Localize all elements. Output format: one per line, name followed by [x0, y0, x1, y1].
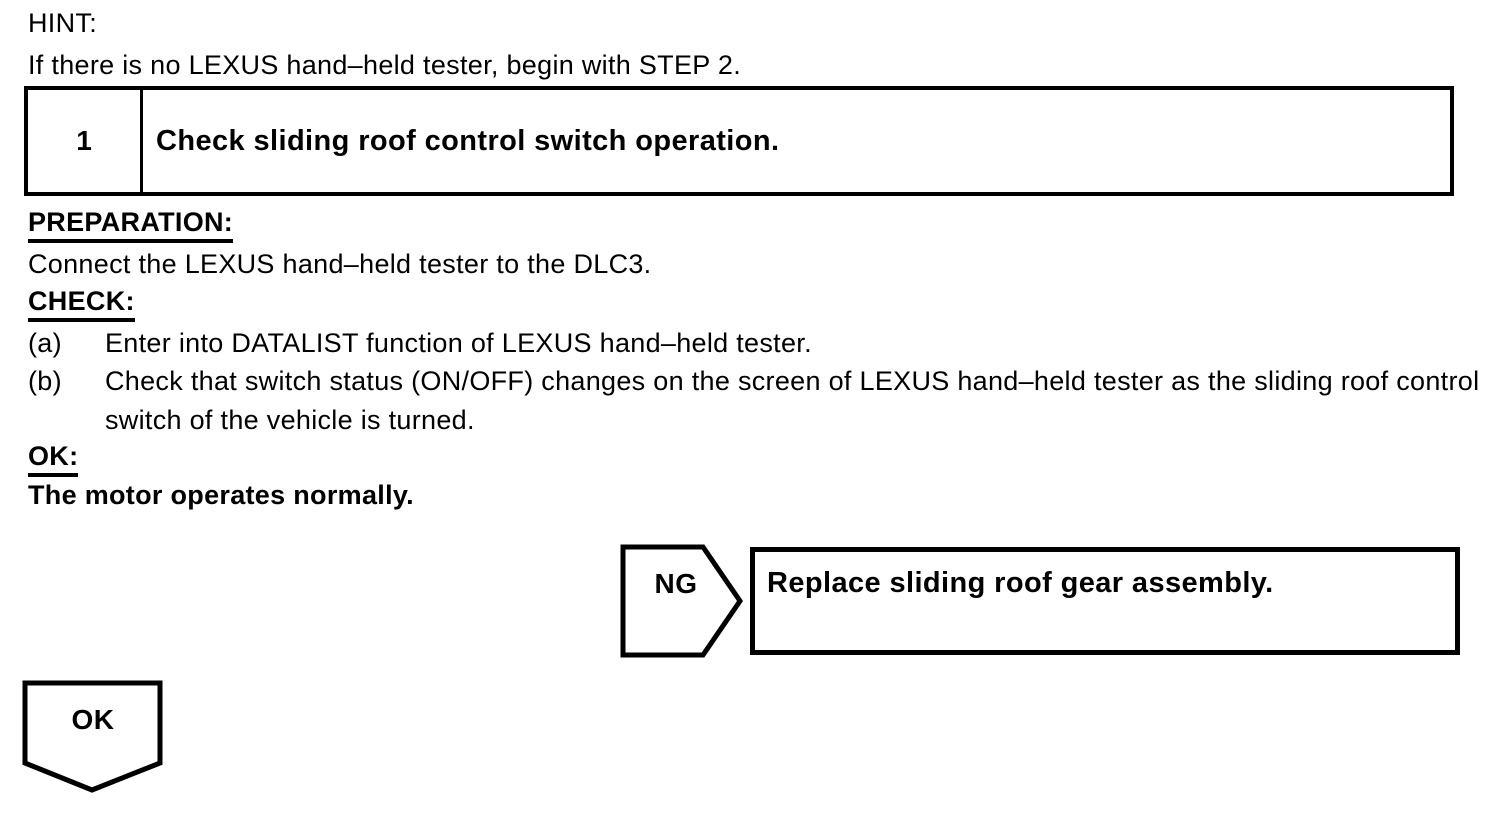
check-item-b-marker: (b) — [28, 366, 62, 396]
check-label: CHECK: — [28, 285, 135, 322]
preparation-label: PREPARATION: — [28, 206, 234, 243]
step-header-box: 1 Check sliding roof control switch oper… — [24, 86, 1454, 196]
ok-connector-arrow-icon — [22, 680, 163, 793]
step-title: Check sliding roof control switch operat… — [156, 124, 780, 157]
hint-label: HINT: — [28, 8, 97, 38]
ng-action-text: Replace sliding roof gear assembly. — [767, 567, 1274, 599]
ok-criteria-label-text: OK: — [28, 441, 79, 477]
preparation-label-text: PREPARATION: — [28, 207, 234, 243]
ok-criteria-label: OK: — [28, 440, 79, 477]
ok-criteria-text: The motor operates normally. — [28, 480, 414, 510]
check-item-a-text: Enter into DATALIST function of LEXUS ha… — [105, 328, 812, 358]
ok-connector-label: OK — [71, 704, 115, 735]
check-item-b-text: Check that switch status (ON/OFF) change… — [105, 366, 1480, 435]
step-number: 1 — [28, 90, 143, 192]
check-item-a: (a) Enter into DATALIST function of LEXU… — [28, 324, 1480, 363]
ng-connector-label: NG — [654, 568, 698, 599]
hint-text: If there is no LEXUS hand–held tester, b… — [28, 50, 742, 80]
check-item-a-marker: (a) — [28, 328, 62, 358]
check-label-text: CHECK: — [28, 286, 135, 322]
ng-action-box: Replace sliding roof gear assembly. — [750, 547, 1460, 655]
preparation-text: Connect the LEXUS hand–held tester to th… — [28, 249, 652, 279]
ng-connector-arrow-icon — [620, 544, 744, 658]
check-item-b: (b) Check that switch status (ON/OFF) ch… — [28, 362, 1480, 440]
